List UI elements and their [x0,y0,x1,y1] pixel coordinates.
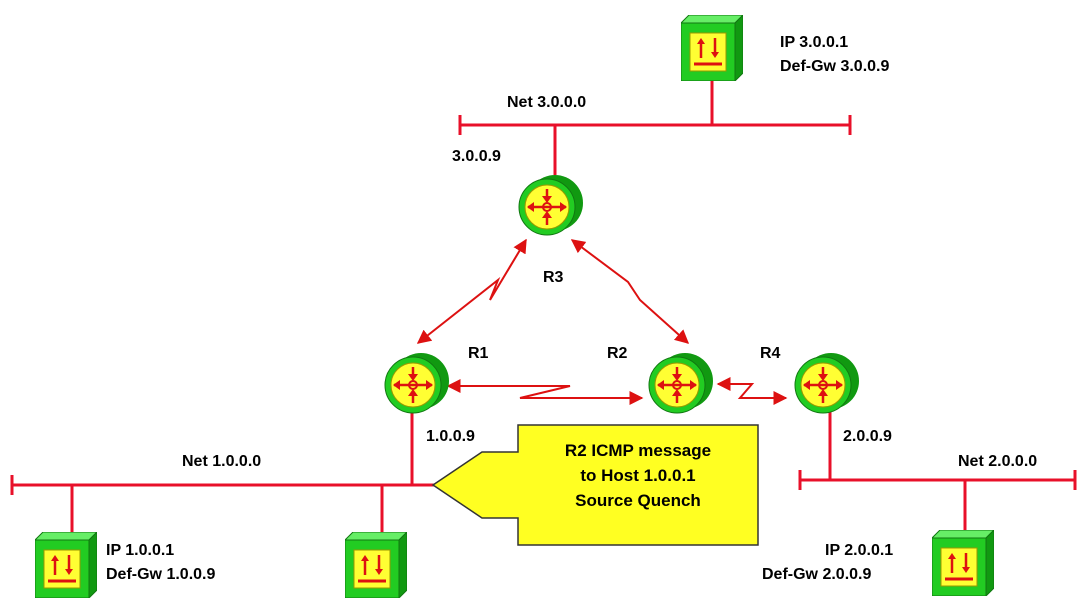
link-r1-r2 [446,379,644,405]
net-3-segment [458,75,852,175]
router-icon[interactable] [517,173,585,237]
host3-gw-label: Def-Gw 3.0.0.9 [780,58,889,75]
r4-interface-ip: 2.0.0.9 [843,428,892,445]
r3-interface-ip: 3.0.0.9 [452,148,501,165]
host-icon[interactable] [681,15,743,81]
net2-label: Net 2.0.0.0 [958,453,1037,470]
link-r3-r1 [416,238,527,344]
router-icon[interactable] [647,351,715,415]
net3-label: Net 3.0.0.0 [507,94,586,111]
r2-label: R2 [607,345,628,362]
icmp-callout: R2 ICMP message to Host 1.0.0.1 Source Q… [431,424,759,546]
host1-gw-label: Def-Gw 1.0.0.9 [106,566,215,583]
host2-ip-label: IP 2.0.0.1 [825,542,893,559]
net-2-segment [798,410,1077,535]
host3-ip-label: IP 3.0.0.1 [780,34,848,51]
router-icon[interactable] [793,351,861,415]
r1-label: R1 [468,345,489,362]
host-icon[interactable] [345,532,407,598]
link-r2-r4 [716,377,788,405]
net1-label: Net 1.0.0.0 [182,453,261,470]
host1-ip-label: IP 1.0.0.1 [106,542,174,559]
router-icon[interactable] [383,351,451,415]
link-r3-r2 [570,239,690,344]
r1-interface-ip: 1.0.0.9 [426,428,475,445]
serial-links [416,238,788,405]
callout-line-1: R2 ICMP message [565,441,711,460]
net-1-segment [10,410,440,538]
host-icon[interactable] [932,530,994,596]
host-icon[interactable] [35,532,97,598]
r4-label: R4 [760,345,781,362]
r3-label: R3 [543,269,564,286]
callout-line-2: to Host 1.0.0.1 [580,466,695,485]
callout-line-3: Source Quench [575,491,701,510]
host2-gw-label: Def-Gw 2.0.0.9 [762,566,871,583]
